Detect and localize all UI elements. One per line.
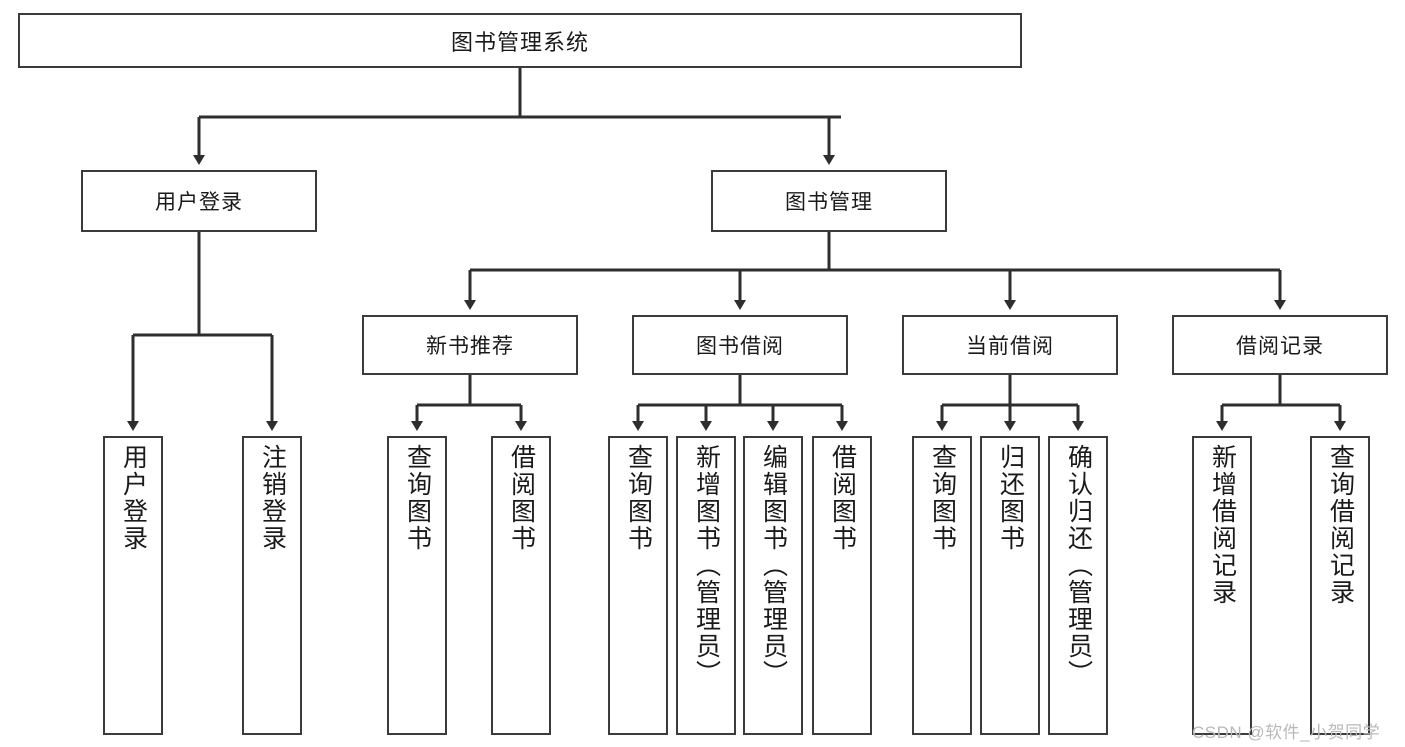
node-label: 当前借阅 bbox=[966, 335, 1054, 358]
leaf-label: 注销登录 bbox=[258, 444, 287, 552]
node-current-borrow[interactable]: 当前借阅 bbox=[902, 315, 1118, 375]
leaf-current-borrow-confirm-return[interactable]: 确认归还（管理员） bbox=[1048, 436, 1108, 735]
leaf-label: 新增借阅记录 bbox=[1208, 444, 1237, 606]
leaf-label: 借阅图书 bbox=[507, 444, 536, 552]
node-book-management[interactable]: 图书管理 bbox=[711, 170, 947, 232]
node-root-book-management-system[interactable]: 图书管理系统 bbox=[18, 13, 1022, 68]
leaf-current-borrow-return[interactable]: 归还图书 bbox=[980, 436, 1040, 735]
leaf-new-book-borrow[interactable]: 借阅图书 bbox=[491, 436, 551, 735]
leaf-user-login-login[interactable]: 用户登录 bbox=[103, 436, 163, 735]
leaf-label: 归还图书 bbox=[996, 444, 1025, 552]
leaf-book-borrow-edit[interactable]: 编辑图书（管理员） bbox=[743, 436, 803, 735]
leaf-label: 查询图书 bbox=[403, 444, 432, 552]
node-book-borrow[interactable]: 图书借阅 bbox=[632, 315, 848, 375]
leaf-label: 查询图书 bbox=[624, 444, 653, 552]
leaf-label: 借阅图书 bbox=[828, 444, 857, 552]
leaf-label: 查询借阅记录 bbox=[1326, 444, 1355, 606]
leaf-borrow-record-add[interactable]: 新增借阅记录 bbox=[1192, 436, 1252, 735]
leaf-current-borrow-query[interactable]: 查询图书 bbox=[912, 436, 972, 735]
leaf-book-borrow-borrow[interactable]: 借阅图书 bbox=[812, 436, 872, 735]
leaf-label: 确认归还（管理员） bbox=[1064, 444, 1093, 687]
node-label: 用户登录 bbox=[155, 191, 243, 214]
node-user-login[interactable]: 用户登录 bbox=[81, 170, 317, 232]
node-new-book-recommend[interactable]: 新书推荐 bbox=[362, 315, 578, 375]
leaf-borrow-record-query[interactable]: 查询借阅记录 bbox=[1310, 436, 1370, 735]
node-label: 新书推荐 bbox=[426, 335, 514, 358]
node-label: 图书管理系统 bbox=[450, 29, 589, 55]
csdn-watermark: CSDN @软件_小贺同学 bbox=[1192, 723, 1381, 742]
node-label: 图书管理 bbox=[785, 191, 873, 214]
node-borrow-record[interactable]: 借阅记录 bbox=[1172, 315, 1388, 375]
leaf-label: 查询图书 bbox=[928, 444, 957, 552]
leaf-new-book-query[interactable]: 查询图书 bbox=[387, 436, 447, 735]
leaf-book-borrow-query[interactable]: 查询图书 bbox=[608, 436, 668, 735]
leaf-label: 编辑图书（管理员） bbox=[759, 444, 788, 687]
leaf-book-borrow-add[interactable]: 新增图书（管理员） bbox=[676, 436, 736, 735]
leaf-user-login-logout[interactable]: 注销登录 bbox=[242, 436, 302, 735]
node-label: 图书借阅 bbox=[696, 335, 784, 358]
leaf-label: 新增图书（管理员） bbox=[692, 444, 721, 687]
node-label: 借阅记录 bbox=[1236, 335, 1324, 358]
leaf-label: 用户登录 bbox=[119, 444, 148, 552]
